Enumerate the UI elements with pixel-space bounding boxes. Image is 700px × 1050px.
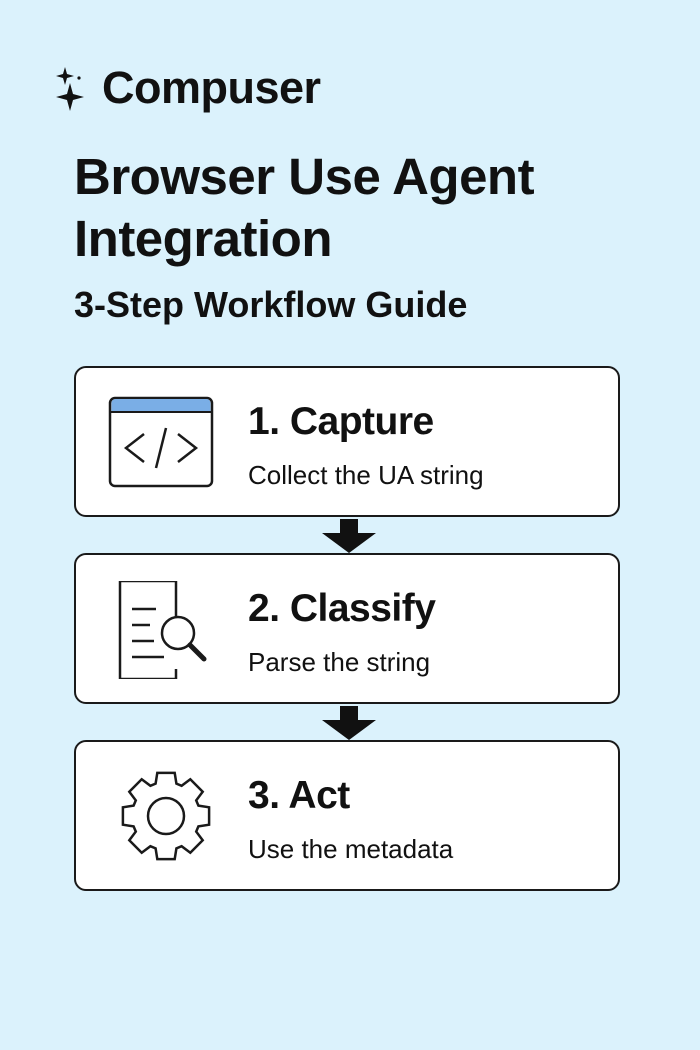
brand-name: Compuser	[102, 62, 321, 113]
step-card-capture: 1. Capture Collect the UA string	[74, 366, 620, 517]
step-title: 3. Act	[248, 774, 350, 817]
step-description: Parse the string	[248, 647, 431, 677]
browser-code-icon	[108, 396, 214, 488]
sparkle-icon	[56, 67, 84, 111]
document-search-icon	[118, 581, 207, 679]
step-description: Collect the UA string	[248, 460, 484, 490]
step-title: 2. Classify	[248, 587, 436, 630]
page-title: Browser Use Agent Integration	[74, 148, 535, 267]
brand-logo: Compuser	[54, 62, 321, 114]
step-description: Use the metadata	[248, 834, 454, 864]
arrow-down-icon	[322, 706, 376, 740]
step-card-act: 3. Act Use the metadata	[74, 740, 620, 891]
gear-icon	[121, 771, 211, 861]
step-title: 1. Capture	[248, 400, 434, 443]
arrow-down-icon	[322, 519, 376, 553]
step-card-classify: 2. Classify Parse the string	[74, 553, 620, 704]
page-subtitle: 3-Step Workflow Guide	[74, 284, 468, 325]
